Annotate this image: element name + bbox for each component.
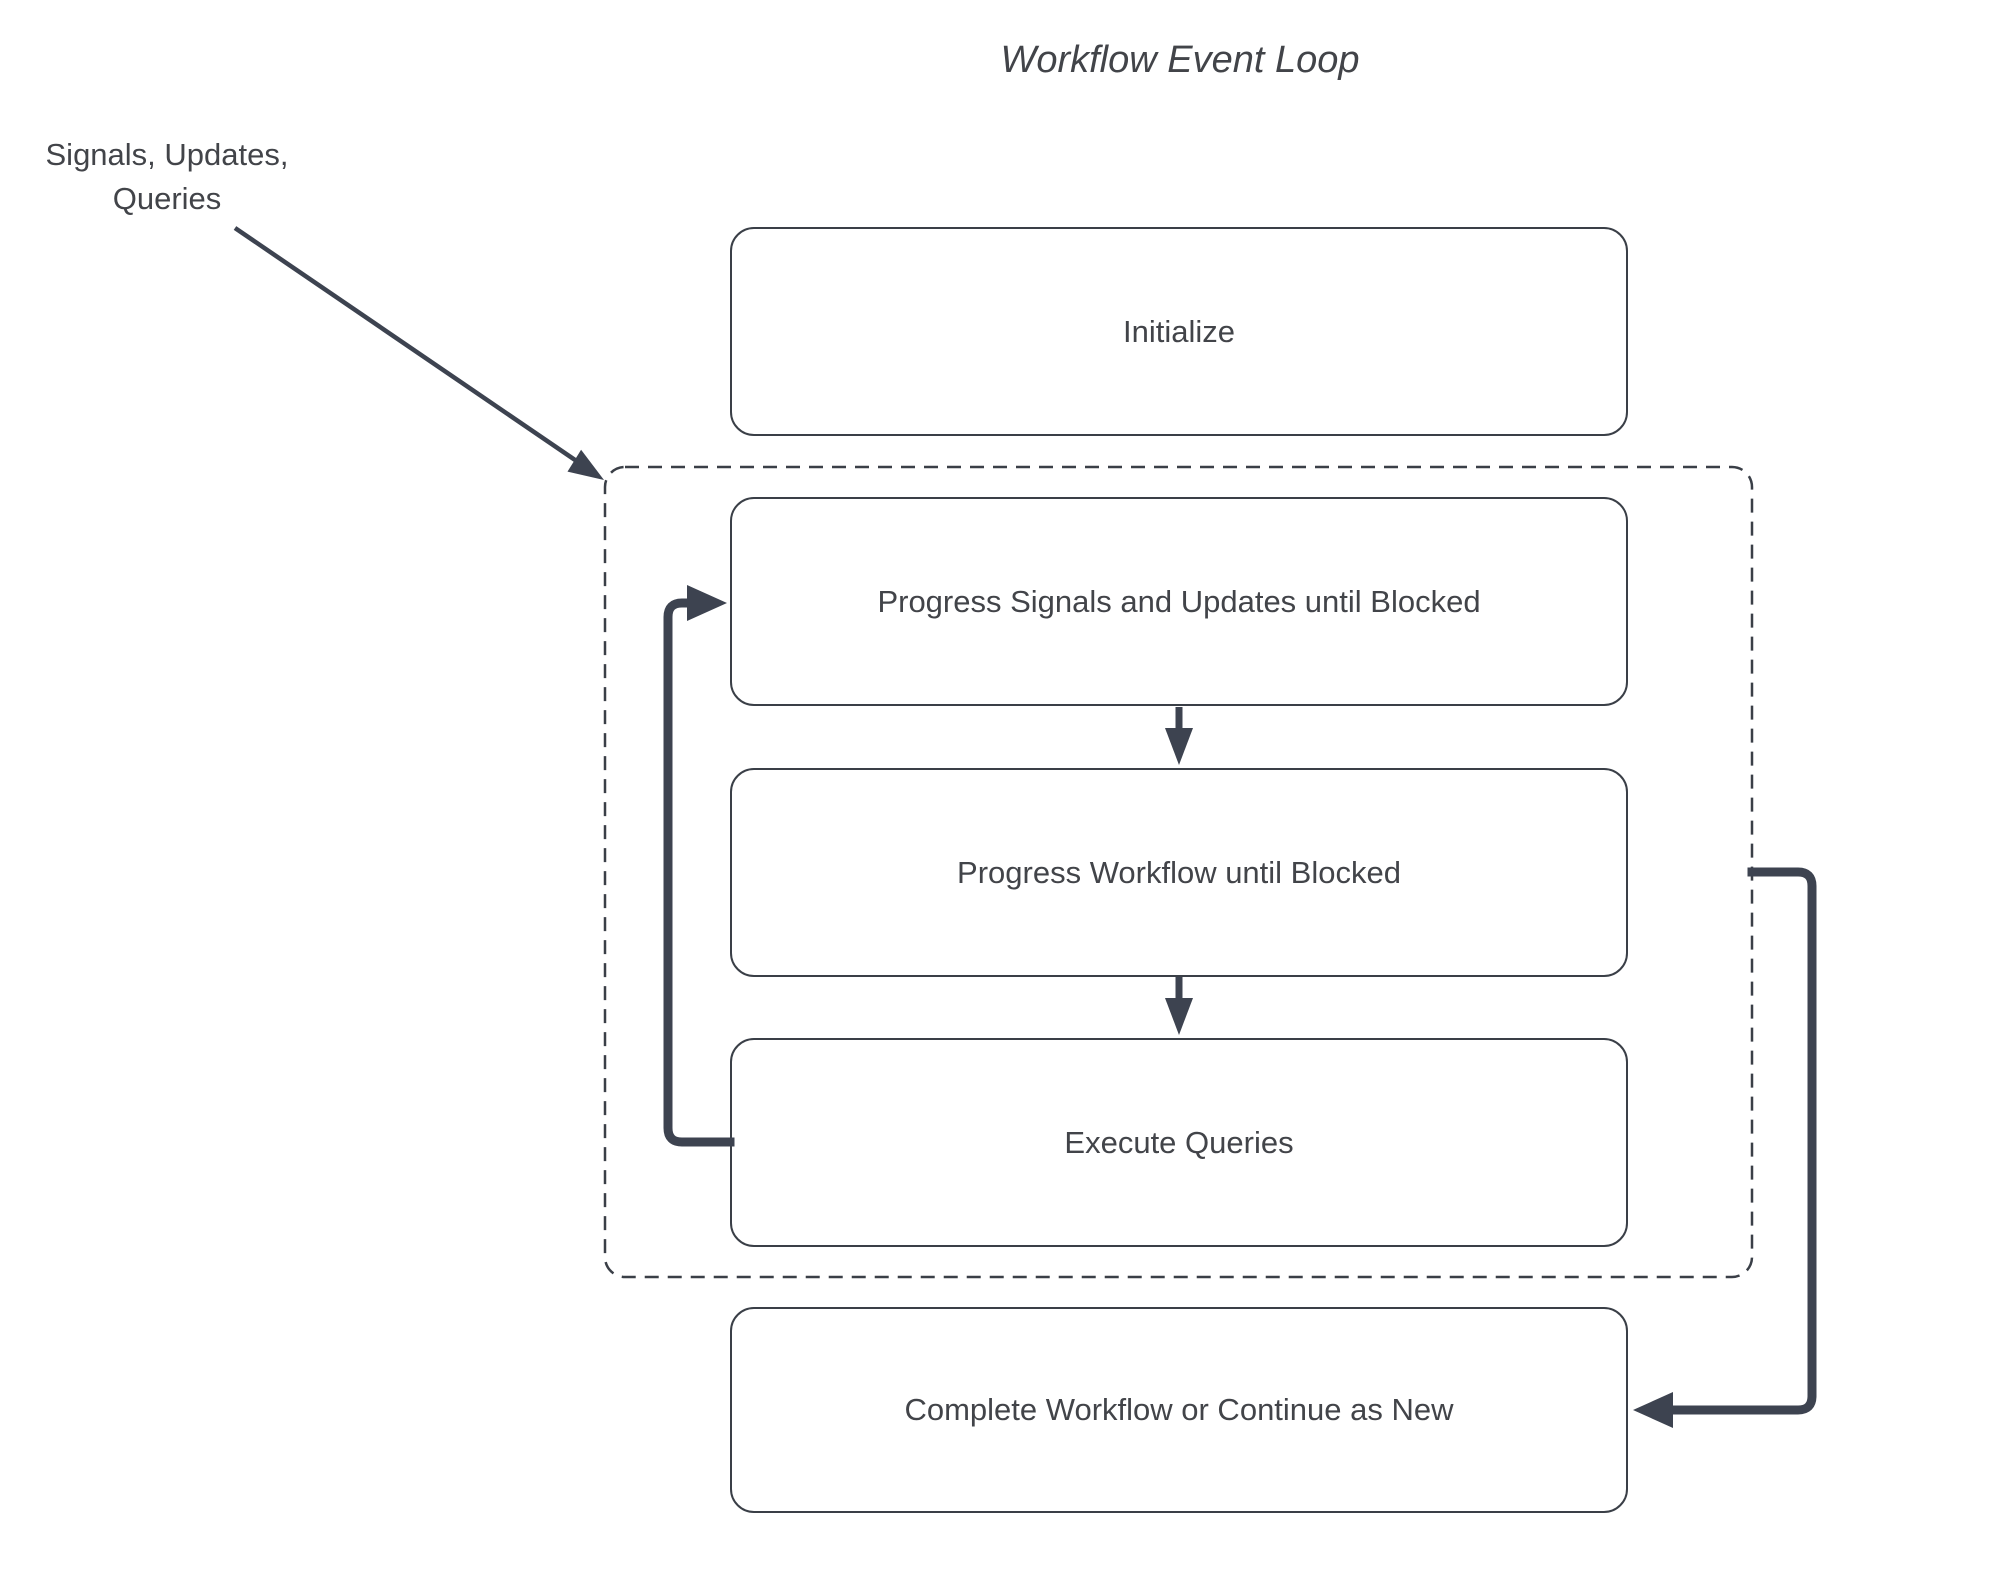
- node-progress-workflow-label: Progress Workflow until Blocked: [957, 854, 1401, 890]
- down-arrowhead-icon: [1165, 998, 1193, 1035]
- annotation-arrow: [233, 226, 604, 480]
- edge-loop-to-complete-arrow: [1633, 867, 1817, 1428]
- node-complete-workflow-label: Complete Workflow or Continue as New: [904, 1392, 1454, 1427]
- down-arrowhead-icon: [1165, 728, 1193, 765]
- node-execute-queries-label: Execute Queries: [1064, 1124, 1294, 1160]
- complete-arrowhead-icon: [1633, 1392, 1673, 1428]
- node-complete-workflow: Complete Workflow or Continue as New: [730, 1307, 1628, 1513]
- edge-signals-to-workflow-arrow: [1165, 707, 1193, 765]
- node-initialize: Initialize: [730, 227, 1628, 436]
- annotation-arrowhead-icon: [567, 449, 604, 480]
- node-progress-signals-label: Progress Signals and Updates until Block…: [877, 583, 1481, 619]
- node-initialize-label: Initialize: [1123, 313, 1235, 349]
- node-progress-signals-and-updates: Progress Signals and Updates until Block…: [730, 497, 1628, 706]
- node-progress-workflow: Progress Workflow until Blocked: [730, 768, 1628, 977]
- edge-loop-back-arrow: [663, 585, 735, 1147]
- edge-workflow-to-queries-arrow: [1165, 977, 1193, 1035]
- node-execute-queries: Execute Queries: [730, 1038, 1628, 1247]
- diagram-title: Workflow Event Loop: [1000, 39, 1360, 81]
- annotation-signals-updates-queries: Signals, Updates, Queries: [45, 137, 289, 216]
- loop-arrowhead-icon: [687, 585, 727, 621]
